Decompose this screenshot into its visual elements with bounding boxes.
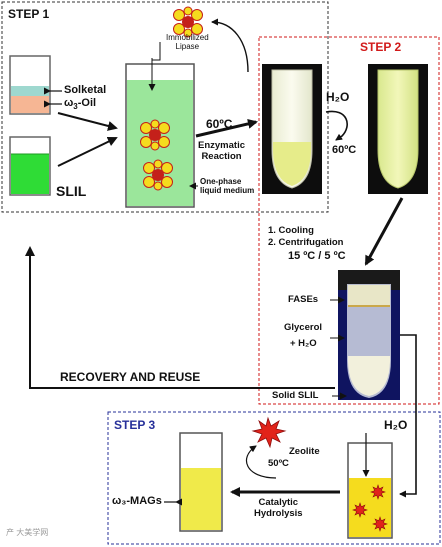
step1-frame: [1, 1, 329, 213]
step1-title: STEP 1: [8, 7, 50, 21]
lipase-immobilized-icon: [173, 6, 203, 38]
zeolite-particle-1: [370, 484, 386, 500]
arrow-slil-to-reactor: [57, 136, 118, 167]
arrow-reactor-to-tube: [195, 118, 258, 138]
lipase-particle-1: [140, 119, 170, 151]
fases-label: FASEs: [288, 294, 319, 305]
lipase-pointer: [152, 42, 161, 61]
recovery-reuse-label: RECOVERY AND REUSE: [60, 370, 201, 384]
reaction-tube-photo: [262, 64, 322, 194]
catalytic-hydrolysis-label: Catalytic Hydrolysis: [254, 497, 303, 520]
step3-frame: [107, 411, 441, 545]
reaction-temp-label: 60ºC: [206, 117, 233, 131]
zeolite-particle-2: [352, 502, 368, 518]
h2o-step3-label: H₂O: [384, 418, 408, 432]
omega-mags-label: ω₃-MAGs: [112, 495, 162, 507]
slil-label: SLIL: [56, 183, 87, 199]
recovery-arrow: [25, 246, 335, 389]
centrifuged-tube-photo: [338, 270, 400, 400]
immobilized-lipase-label: Immobilized Lipase: [166, 33, 209, 51]
slil-beaker: [9, 136, 51, 196]
step2-title: STEP 2: [360, 40, 402, 54]
solid-slil-label: Solid SLIL: [272, 390, 319, 401]
zeolite-label: Zeolite: [289, 446, 320, 457]
h2o-label: H₂O: [326, 90, 350, 104]
centrifugation-label: 2. Centrifugation: [268, 237, 344, 248]
arrow-oil-to-reactor: [57, 112, 118, 131]
centrifugation-temps: 15 ºC / 5 ºC: [288, 250, 346, 262]
solketal-oil-beaker: [9, 55, 51, 115]
one-phase-label: One-phase liquid medium: [200, 177, 255, 195]
step2-frame: [258, 36, 440, 405]
enzymatic-reaction-label: Enzymatic Reaction: [198, 140, 245, 163]
lipase-recycle-arrow: [211, 18, 249, 73]
arrow-to-hydrolysis: [399, 334, 417, 498]
hydration-temp-label: 60ºC: [332, 144, 357, 156]
mags-beaker: [179, 432, 223, 532]
zeolite-recycle-arrow: [245, 445, 277, 479]
hydrolysis-temp-label: 50ºC: [268, 458, 289, 469]
zeolite-icon: [251, 416, 287, 449]
omega-oil-label: ω3-Oil: [64, 97, 97, 112]
hydrated-tube-photo: [368, 64, 428, 194]
solketal-label: Solketal: [64, 84, 107, 96]
lipase-particle-2: [143, 159, 173, 191]
glycerol-water-label: + H₂O: [290, 338, 317, 349]
zeolite-particle-3: [372, 516, 388, 532]
watermark: 产 大美学网: [6, 528, 49, 537]
arrow-to-centrifugation: [364, 197, 404, 266]
step3-title: STEP 3: [114, 418, 156, 432]
glycerol-label: Glycerol: [284, 322, 323, 333]
h2o-addition-arrow: [325, 110, 348, 141]
cooling-label: 1. Cooling: [268, 225, 314, 236]
